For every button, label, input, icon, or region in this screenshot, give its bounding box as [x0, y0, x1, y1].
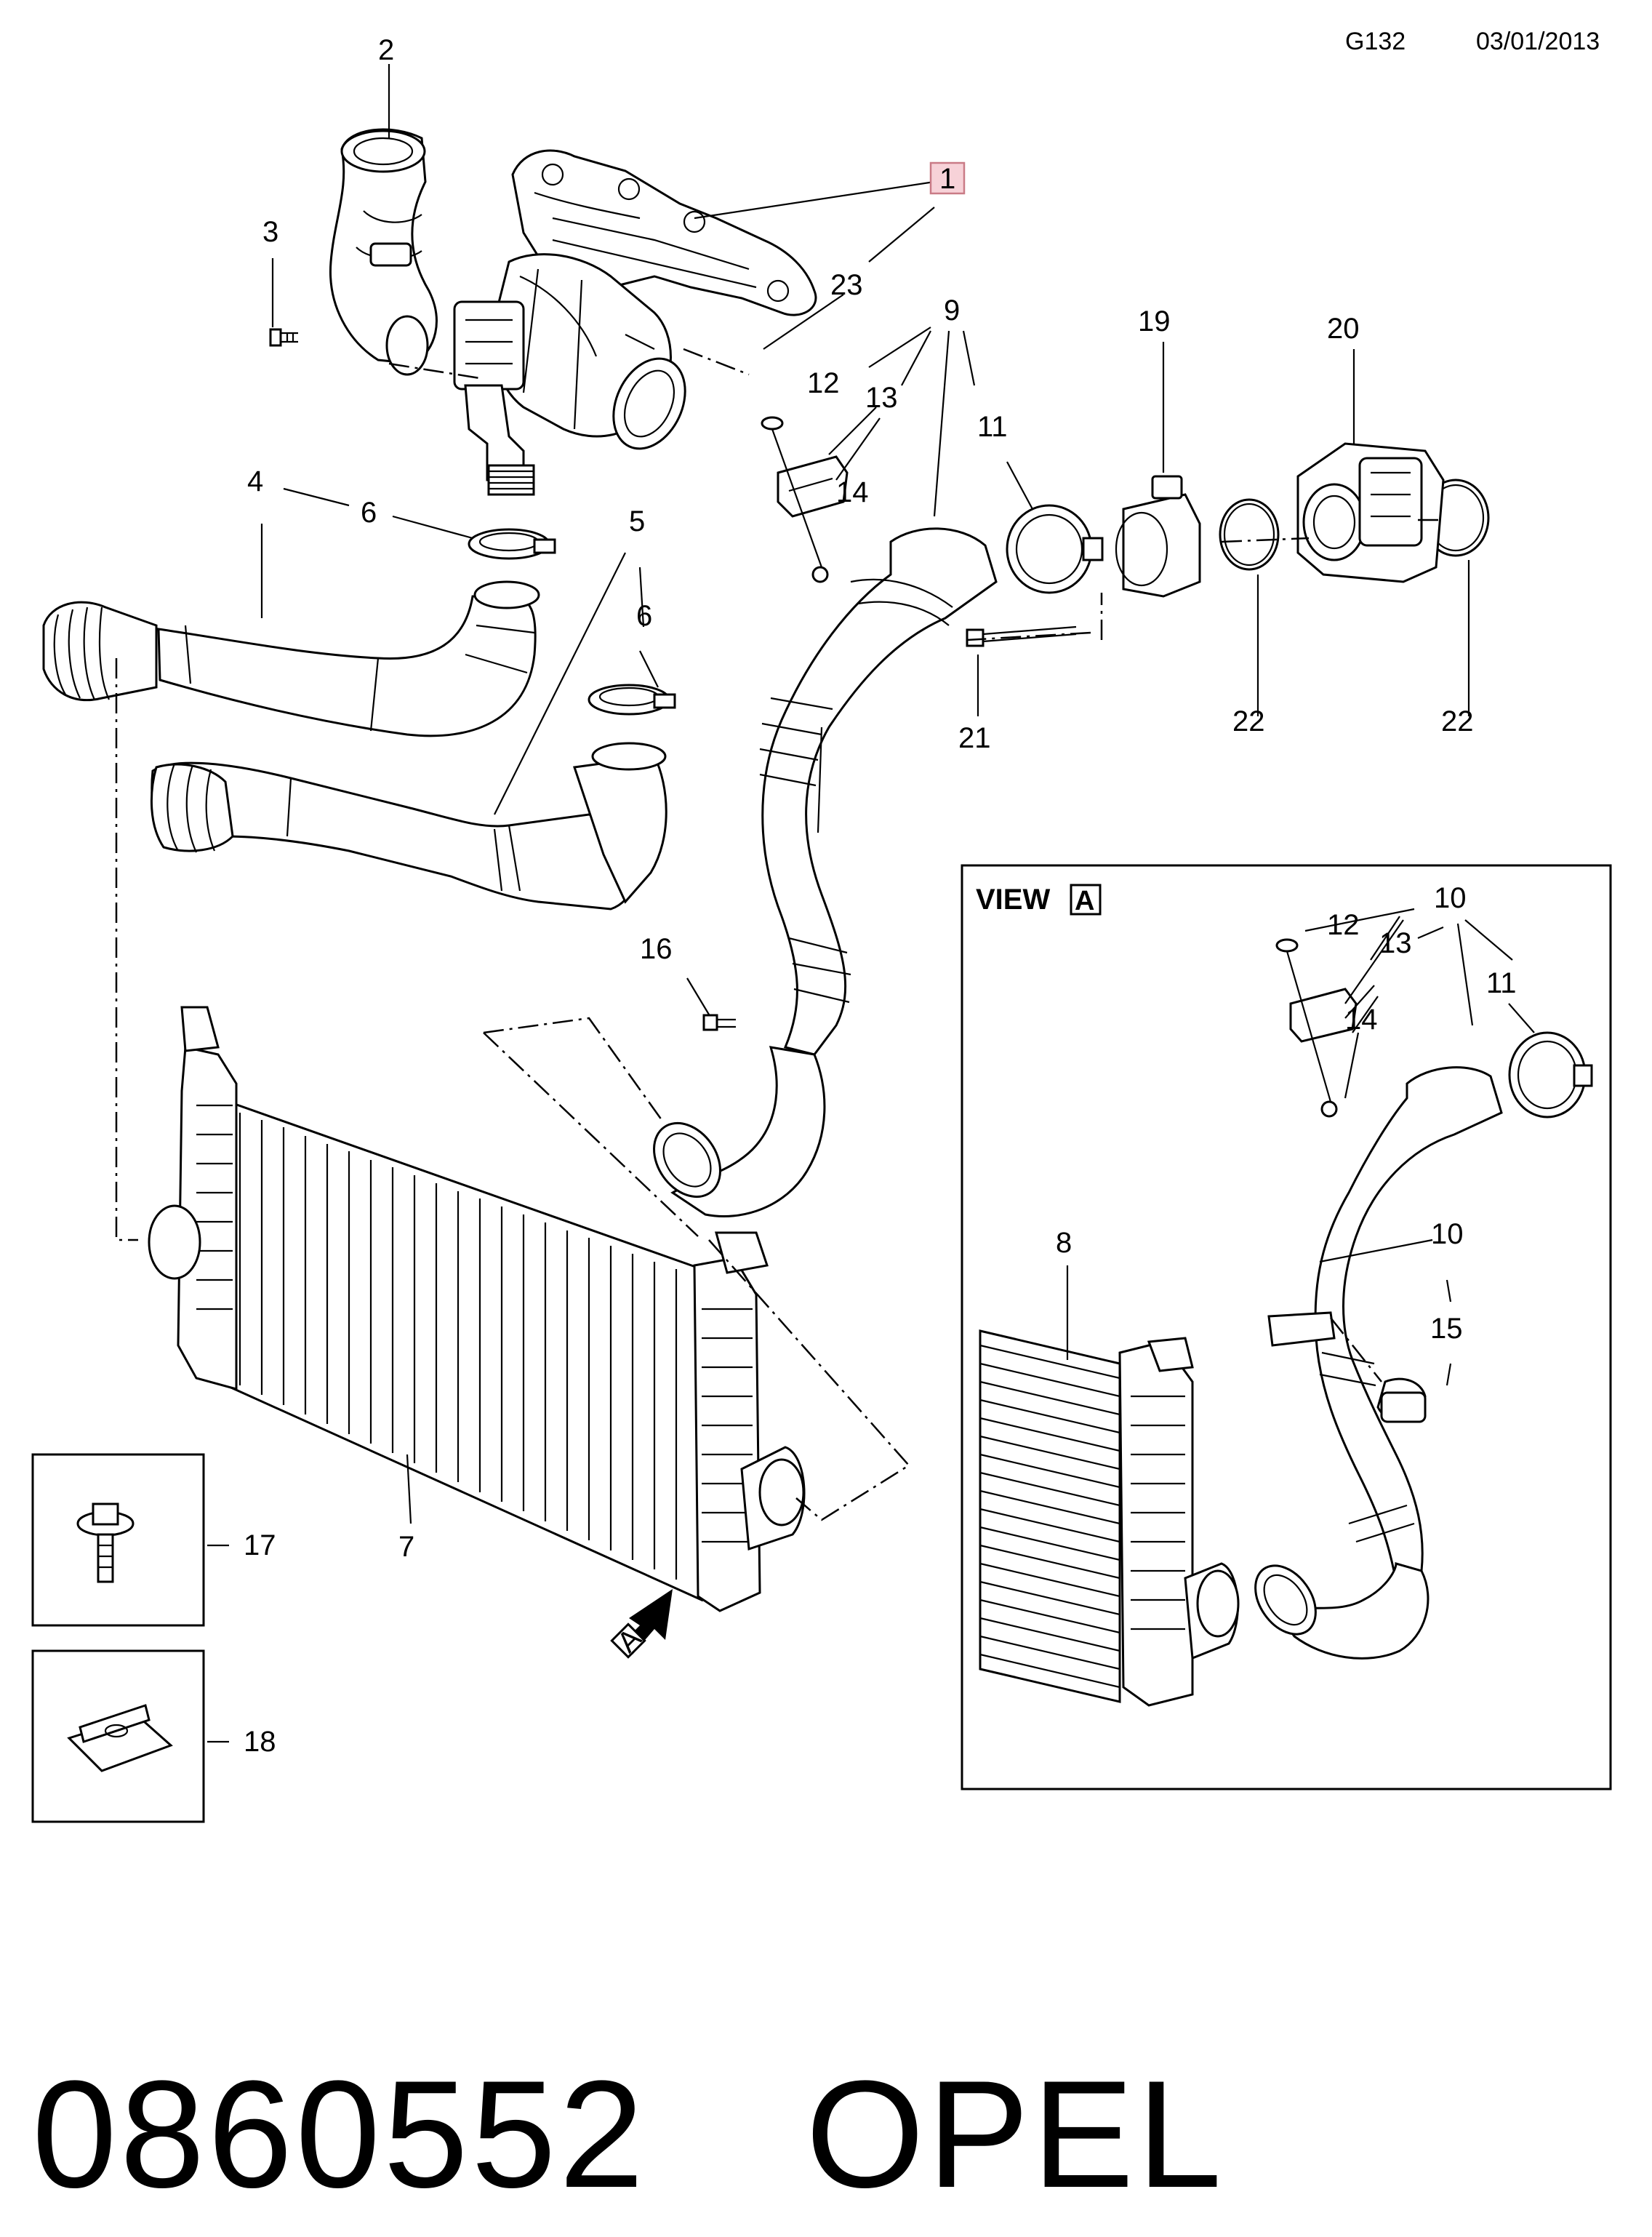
callout-6-upper[interactable]: 6 — [361, 497, 377, 529]
bolt-16 — [702, 1014, 736, 1031]
view-a-letter-box — [1070, 884, 1102, 916]
callout-7[interactable]: 7 — [398, 1531, 414, 1563]
view-a-callout-14[interactable]: 14 — [1345, 1004, 1378, 1036]
clamp-6-lower — [588, 684, 676, 716]
callout-1-highlight — [929, 161, 966, 195]
leader-lines — [115, 64, 1470, 1743]
turbocharger-assembly — [453, 149, 817, 496]
callout-17[interactable]: 17 — [244, 1529, 276, 1561]
callout-21[interactable]: 21 — [958, 722, 991, 754]
callout-4[interactable]: 4 — [247, 465, 263, 497]
bolt-17-frame — [31, 1453, 205, 1627]
boost-sensor-19 — [1115, 475, 1201, 598]
intake-pipe — [329, 128, 438, 376]
callout-2[interactable]: 2 — [378, 34, 394, 66]
brand-name: OPEL — [806, 2049, 1225, 2220]
callout-22-right[interactable]: 22 — [1441, 705, 1474, 737]
header-code: G132 — [1345, 28, 1406, 55]
clip-nut-18-frame — [31, 1649, 205, 1823]
bolt-21 — [966, 625, 1077, 647]
o-ring-22-left — [1219, 498, 1280, 571]
view-a-callout-11[interactable]: 11 — [1486, 967, 1517, 999]
view-a-callout-15[interactable]: 15 — [1430, 1313, 1463, 1345]
view-a-letter: A — [1075, 886, 1094, 916]
callout-11[interactable]: 11 — [977, 411, 1008, 443]
view-a-sensor — [1275, 938, 1358, 1118]
view-a-intercooler-8 — [979, 1329, 1240, 1707]
view-a-callout-12[interactable]: 12 — [1327, 909, 1360, 941]
callout-20[interactable]: 20 — [1327, 313, 1360, 345]
view-a-arrow: A — [610, 1589, 673, 1659]
callout-9[interactable]: 9 — [944, 295, 960, 327]
callout-16[interactable]: 16 — [640, 933, 673, 965]
callout-3[interactable]: 3 — [262, 216, 278, 248]
callout-13[interactable]: 13 — [865, 382, 898, 414]
view-a-frame — [961, 864, 1612, 1790]
hose-clamp-11 — [1006, 504, 1104, 594]
pressure-sensor — [761, 416, 849, 583]
clip-nut-18-icon — [67, 1704, 173, 1772]
charge-air-hose-5 — [151, 742, 667, 911]
view-a-clamp-11 — [1508, 1031, 1593, 1118]
callout-22-left[interactable]: 22 — [1232, 705, 1265, 737]
callout-12[interactable]: 12 — [807, 367, 840, 399]
view-a-label: VIEW — [976, 884, 1050, 916]
callout-5[interactable]: 5 — [629, 505, 645, 537]
callout-18[interactable]: 18 — [244, 1726, 276, 1758]
view-a-callout-10-lower[interactable]: 10 — [1431, 1218, 1464, 1250]
intercooler-7 — [148, 1006, 806, 1612]
part-number: 0860552 — [32, 2049, 647, 2220]
callout-1[interactable]: 1 — [939, 163, 955, 195]
charge-air-hose-4 — [42, 580, 540, 737]
bolt-3 — [269, 328, 298, 347]
view-a-leader-lines — [1066, 908, 1535, 1386]
callout-14[interactable]: 14 — [836, 476, 869, 508]
view-a-callout-13[interactable]: 13 — [1379, 927, 1412, 959]
view-a-pipe-10 — [1254, 1066, 1503, 1660]
view-a-callout-10-upper[interactable]: 10 — [1434, 882, 1467, 914]
callout-23[interactable]: 23 — [830, 269, 863, 301]
callout-6-lower[interactable]: 6 — [636, 600, 652, 632]
throttle-body-20 — [1296, 442, 1445, 583]
view-a-callout-8[interactable]: 8 — [1056, 1227, 1072, 1259]
clamp-6-upper — [468, 528, 556, 560]
charge-air-pipe-9 — [653, 527, 998, 1217]
callout-19[interactable]: 19 — [1138, 305, 1171, 337]
header-date: 03/01/2013 — [1476, 28, 1600, 55]
bolt-17-icon — [76, 1502, 135, 1583]
